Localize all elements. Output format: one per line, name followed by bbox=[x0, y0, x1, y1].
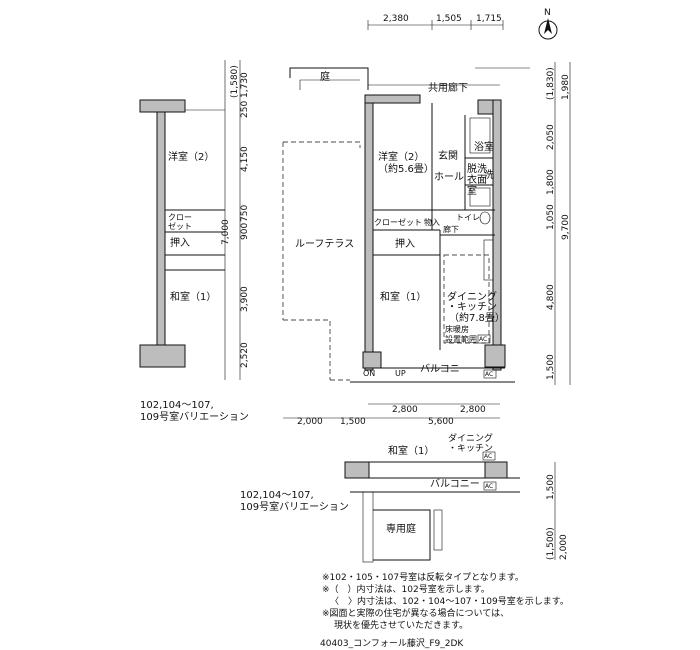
label-toilet: トイレ bbox=[456, 213, 480, 222]
lv-closet1: クロー bbox=[168, 213, 192, 222]
label-dining-area: （約7.8畳） bbox=[449, 311, 505, 324]
dim-top-2: 1,505 bbox=[436, 14, 462, 24]
label-floor-heat2: 設置範囲 bbox=[445, 334, 477, 344]
dim-right-7: 4,800 bbox=[546, 284, 556, 310]
label-ac-balcony: AC bbox=[485, 371, 493, 378]
notes: ※102・105・107号室は反転タイプとなります。 ※（ ）内寸法は、102号… bbox=[322, 571, 569, 631]
label-floor-heat1: 床暖房 bbox=[445, 324, 469, 334]
bv-dim1: 1,500 bbox=[546, 474, 556, 500]
label-dining1: ダイニング bbox=[447, 290, 497, 303]
note-3: 〈 〉内寸法は、102・104～107・109号室を示します。 bbox=[330, 595, 569, 607]
label-dressing3: 室 bbox=[467, 184, 477, 197]
label-bath: 浴室 bbox=[474, 140, 494, 153]
dim-bottom-1: 2,800 bbox=[392, 405, 418, 415]
bottom-variation-walls bbox=[344, 461, 520, 563]
dim-left-9: 2,520 bbox=[240, 342, 250, 368]
dim-right-3: 2,050 bbox=[546, 124, 556, 150]
dim-bottom-3: 2,000 bbox=[297, 417, 323, 427]
label-dressing2: 衣面 bbox=[467, 173, 487, 186]
dim-right-5: 1,050 bbox=[546, 204, 556, 230]
compass-icon: N bbox=[538, 8, 558, 40]
label-oshiire: 押入 bbox=[395, 237, 415, 250]
label-wash: 洗 bbox=[484, 169, 494, 181]
dim-bottom-5: 5,600 bbox=[428, 417, 454, 427]
label-ac-main: AC bbox=[479, 336, 487, 343]
bv-caption2: 109号室バリエーション bbox=[240, 500, 349, 513]
label-hall: ホール bbox=[434, 171, 464, 183]
dim-left-1: (1,580) bbox=[230, 65, 240, 98]
label-balcony: バルコニー bbox=[420, 363, 470, 375]
dim-right-8: 1,500 bbox=[546, 354, 556, 380]
bv-dim2: (1,500) bbox=[546, 527, 556, 560]
label-corridor-small: 廊下 bbox=[443, 224, 459, 234]
label-roof-terrace: ルーフテラス bbox=[295, 238, 354, 250]
label-dressing: 脱洗 bbox=[467, 162, 487, 175]
dim-left-3: 250 bbox=[240, 101, 250, 118]
dim-top-1: 2,380 bbox=[383, 14, 409, 24]
lv-caption1: 102,104～107, bbox=[140, 400, 214, 411]
left-variation-walls bbox=[139, 99, 225, 368]
dim-bottom-2: 2,800 bbox=[460, 405, 486, 415]
dim-left-2: 1,730 bbox=[240, 72, 250, 98]
bv-dining2: ・キッチン bbox=[448, 443, 493, 454]
bv-caption1: 102,104～107, bbox=[240, 490, 314, 501]
left-dimension-line: (1,580) 1,730 250 4,150 7,000 900 750 3,… bbox=[221, 60, 250, 380]
label-corridor: 共用廊下 bbox=[428, 81, 468, 94]
label-closet: クローゼット bbox=[374, 217, 422, 227]
label-western-area: （約5.6畳） bbox=[378, 162, 434, 175]
lv-japanese: 和室（1） bbox=[170, 290, 216, 303]
note-1: ※102・105・107号室は反転タイプとなります。 bbox=[322, 571, 524, 583]
compass-label: N bbox=[544, 8, 551, 18]
dim-right-1: (1,830) bbox=[546, 67, 556, 100]
dim-left-6: 900 bbox=[240, 223, 250, 240]
note-4: ※図面と実際の住宅が異なる場合については、 bbox=[322, 607, 509, 619]
footer-label: 40403_コンフォール藤沢_F9_2DK bbox=[320, 637, 464, 649]
label-storage-small: 物入 bbox=[424, 217, 440, 227]
right-dimension-line: (1,830) 1,980 2,050 1,800 1,050 9,700 4,… bbox=[546, 62, 571, 385]
note-5: 現状を優先させていただきます。 bbox=[334, 619, 468, 631]
bottom-dimension-line: 2,800 2,800 2,000 1,500 5,600 bbox=[283, 403, 500, 427]
lv-western: 洋室（2） bbox=[168, 150, 214, 163]
label-niwa: 庭 bbox=[320, 70, 330, 83]
lv-closet2: ゼット bbox=[168, 221, 192, 231]
bv-balcony: バルコニー bbox=[430, 478, 480, 490]
label-dining2: ・キッチン bbox=[447, 301, 497, 313]
dim-top-3: 1,715 bbox=[476, 14, 502, 24]
label-western-room: 洋室（2） bbox=[378, 150, 424, 163]
bv-ac1: AC bbox=[484, 453, 492, 460]
bv-garden: 専用庭 bbox=[386, 522, 416, 535]
dim-bottom-4: 1,500 bbox=[340, 417, 366, 427]
label-entrance: 玄関 bbox=[438, 149, 458, 162]
label-up: UP bbox=[395, 369, 406, 378]
label-on: ON bbox=[363, 369, 375, 378]
roof-terrace-outline bbox=[282, 141, 361, 381]
dim-left-8: 3,900 bbox=[240, 286, 250, 312]
label-japanese-room: 和室（1） bbox=[380, 290, 426, 303]
lv-caption2: 109号室バリエーション bbox=[140, 410, 249, 423]
dim-right-6: 9,700 bbox=[561, 214, 571, 240]
dim-right-4: 1,800 bbox=[546, 169, 556, 195]
dim-right-2: 1,980 bbox=[561, 74, 571, 100]
dim-left-7: 750 bbox=[240, 205, 250, 222]
bv-japanese: 和室（1） bbox=[388, 444, 434, 457]
bv-dim3: 2,000 bbox=[559, 534, 569, 560]
dim-left-5: 7,000 bbox=[221, 219, 231, 245]
main-plan-walls bbox=[289, 67, 530, 383]
bv-dining1: ダイニング bbox=[448, 432, 493, 444]
bv-ac2: AC bbox=[485, 483, 493, 490]
note-2: ※（ ）内寸法は、102号室を示します。 bbox=[322, 583, 490, 595]
top-dimension-line: 2,380 1,505 1,715 bbox=[367, 14, 504, 30]
dim-left-4: 4,150 bbox=[240, 146, 250, 172]
lv-oshiire: 押入 bbox=[170, 236, 190, 249]
